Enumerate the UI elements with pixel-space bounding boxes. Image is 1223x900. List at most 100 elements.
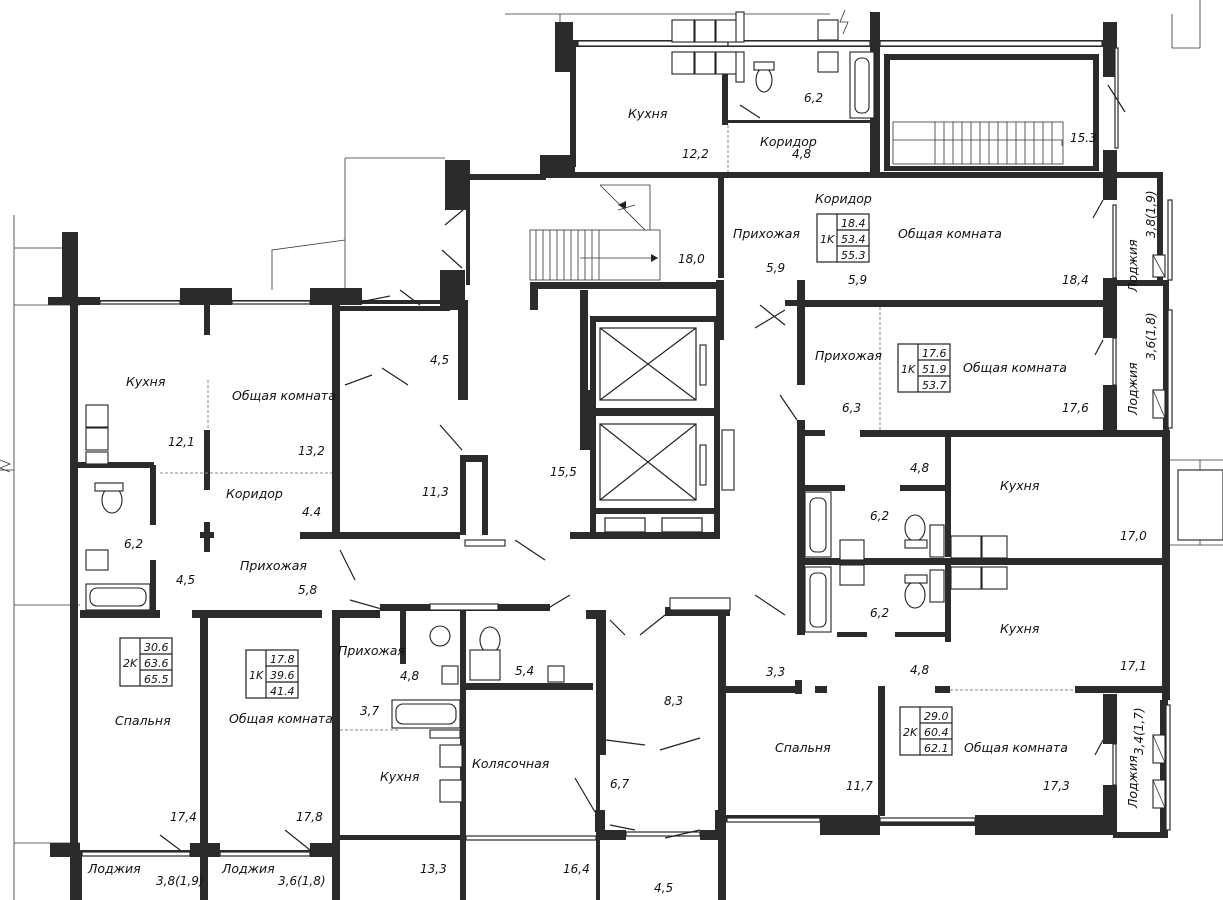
apartment-type: 1K: [820, 233, 835, 246]
room-area: 4,5: [430, 353, 449, 367]
room-area: 3,4(1,7): [1132, 707, 1146, 755]
apartment-card: 1K 18.4 53.4 55.3: [816, 213, 870, 263]
windows: [81, 40, 1173, 857]
living-room-label: Общая комната: [898, 226, 1002, 241]
kitchen-label: Кухня: [380, 769, 420, 784]
room-area: 5,9: [848, 273, 867, 287]
living-area: 29.0: [924, 710, 949, 723]
corridor-label: Коридор: [760, 134, 817, 149]
hall-label: Прихожая: [733, 226, 800, 241]
stroller-room-label: Колясочная: [472, 756, 550, 771]
stairs: [529, 121, 1064, 281]
room-area: 3,7: [360, 704, 379, 718]
room-area: 11,3: [422, 485, 449, 499]
kitchen-label: Кухня: [126, 374, 166, 389]
room-area: 15,5: [550, 465, 577, 479]
apartment-card: 2K 29.0 60.4 62.1: [899, 706, 953, 756]
room-area: 4.4: [302, 505, 321, 519]
living-room-label: Общая комната: [232, 388, 336, 403]
living-area: 17.8: [270, 653, 295, 666]
apartment-card: 1K 17.8 39.6 41.4: [245, 649, 299, 699]
doors: [159, 84, 1126, 851]
room-area: 17,4: [170, 810, 197, 824]
loggia-label: Лоджия: [1125, 239, 1140, 293]
room-area: 5,8: [298, 583, 317, 597]
fixtures: [85, 11, 1008, 803]
living-area: 18.4: [841, 217, 866, 230]
apartment-cards: 1K 18.4 53.4 55.3 1K 17.6 51.9 53.7 2K 3…: [119, 213, 953, 756]
room-area: 17,8: [296, 810, 323, 824]
apartment-type: 1K: [249, 669, 264, 682]
room-area: 18,0: [678, 252, 705, 266]
room-area: 6,2: [124, 537, 143, 551]
total-area: 63.6: [144, 657, 169, 670]
room-area: 18,4: [1062, 273, 1089, 287]
kitchen-label: Кухня: [1000, 478, 1040, 493]
room-area: 16,4: [563, 862, 590, 876]
room-area: 3,3: [766, 665, 785, 679]
room-area: 12,1: [168, 435, 195, 449]
room-area: 11,7: [846, 779, 873, 793]
hall-label: Прихожая: [240, 558, 307, 573]
loggia-label: Лоджия: [87, 861, 141, 876]
room-area: 13,2: [298, 444, 325, 458]
total-area-with-loggia: 55.3: [841, 249, 866, 262]
room-area: 6,7: [610, 777, 629, 791]
room-area: 3,6(1,8): [1144, 312, 1158, 360]
total-area: 53.4: [841, 233, 866, 246]
room-area: 5,9: [766, 261, 785, 275]
total-area-with-loggia: 62.1: [924, 742, 949, 755]
apartment-card: 1K 17.6 51.9 53.7: [897, 343, 951, 393]
loggia-label: Лоджия: [1125, 362, 1140, 416]
room-area: 6,2: [870, 509, 889, 523]
apartment-card: 2K 30.6 63.6 65.5: [119, 637, 173, 687]
living-area: 17.6: [922, 347, 947, 360]
room-area: 4,8: [910, 663, 929, 677]
apartment-type: 2K: [903, 726, 918, 739]
apartment-type: 1K: [901, 363, 916, 376]
bedroom-label: Спальня: [775, 740, 831, 755]
room-area: 4,8: [400, 669, 419, 683]
kitchen-label: Кухня: [1000, 621, 1040, 636]
apartment-type: 2K: [123, 657, 138, 670]
room-area: 3,8(1,9): [1144, 190, 1158, 238]
elevators: [599, 327, 707, 533]
total-area: 39.6: [270, 669, 295, 682]
hall-label: Прихожая: [815, 348, 882, 363]
corridor-label: Коридор: [815, 191, 872, 206]
room-labels: Кухня 12,2 Коридор 4,8 Коридор 6,2 15.3 …: [87, 91, 1147, 895]
hall-label: Прихожая: [338, 643, 405, 658]
room-area: 8,3: [664, 694, 683, 708]
room-area: 12,2: [682, 147, 709, 161]
loggia-label: Лоджия: [221, 861, 275, 876]
room-area: 3,6(1,8): [278, 874, 326, 888]
room-area: 17,0: [1120, 529, 1147, 543]
total-area-with-loggia: 53.7: [922, 379, 947, 392]
room-area: 4,8: [792, 147, 811, 161]
room-area: 4,5: [654, 881, 673, 895]
living-room-label: Общая комната: [229, 711, 333, 726]
walls: [48, 12, 1170, 900]
loggia-vertical-labels: Лоджия 3,8(1,9) Лоджия 3,6(1,8) Лоджия 3…: [1125, 190, 1158, 809]
total-area: 51.9: [922, 363, 947, 376]
kitchen-label: Кухня: [628, 106, 668, 121]
total-area: 60.4: [924, 726, 949, 739]
loggia-vents: [1152, 254, 1223, 809]
room-area: 15.3: [1070, 131, 1097, 145]
room-area: 6,2: [804, 91, 823, 105]
room-area: 5,4: [515, 664, 534, 678]
loggia-label: Лоджия: [1125, 755, 1140, 809]
total-area-with-loggia: 65.5: [144, 673, 169, 686]
bedroom-label: Спальня: [115, 713, 171, 728]
room-area: 17,1: [1120, 659, 1147, 673]
living-area: 30.6: [144, 641, 169, 654]
total-area-with-loggia: 41.4: [270, 685, 295, 698]
dashed-partitions: [160, 125, 1075, 731]
room-area: 3,8(1,9): [156, 874, 204, 888]
living-room-label: Общая комната: [963, 360, 1067, 375]
room-area: 6,3: [842, 401, 861, 415]
living-room-label: Общая комната: [964, 740, 1068, 755]
room-area: 4,8: [910, 461, 929, 475]
